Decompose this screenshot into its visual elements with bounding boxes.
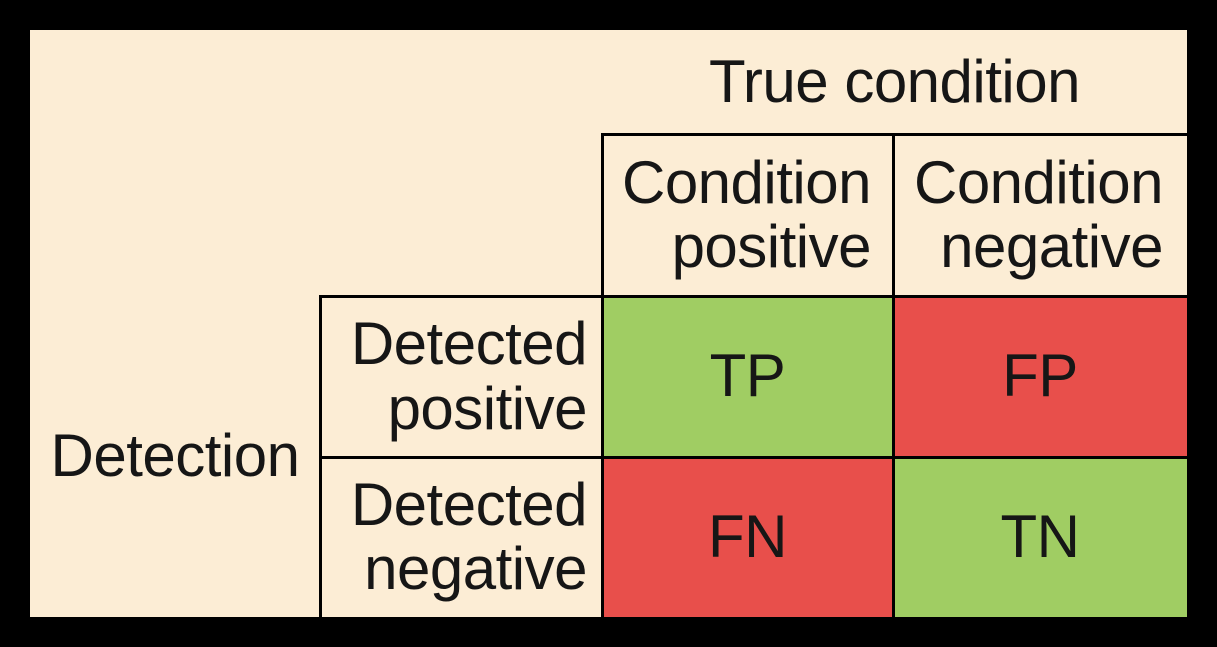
row-header-detected-negative: Detected negative	[350, 470, 588, 602]
top-axis-label: True condition	[709, 47, 1081, 115]
column-header-condition-negative: Condition negative	[913, 148, 1164, 280]
cell-false-positive-label: FP	[1002, 342, 1078, 410]
cell-false-positive-bg	[893, 296, 1187, 457]
column-header-condition-positive: Condition positive	[621, 148, 872, 280]
grid-line-col-divider-2	[892, 133, 895, 617]
grid-line-row-divider-2	[320, 456, 1187, 459]
cell-false-negative-label: FN	[708, 502, 787, 570]
cell-true-positive-bg	[602, 296, 893, 457]
grid-line-col-divider-labels	[319, 295, 322, 617]
row-header-detected-positive: Detected positive	[350, 310, 588, 442]
figure-panel: True condition Condition positive Condit…	[30, 30, 1187, 617]
cell-true-positive-label: TP	[709, 342, 786, 410]
left-axis-label: Detection	[50, 422, 300, 490]
grid-line-col-divider-1	[601, 133, 604, 617]
grid-line-row-divider-1	[320, 295, 1187, 298]
cell-true-negative-label: TN	[1000, 502, 1080, 570]
cell-false-negative-bg	[602, 457, 893, 617]
cell-true-negative-bg	[893, 457, 1187, 617]
